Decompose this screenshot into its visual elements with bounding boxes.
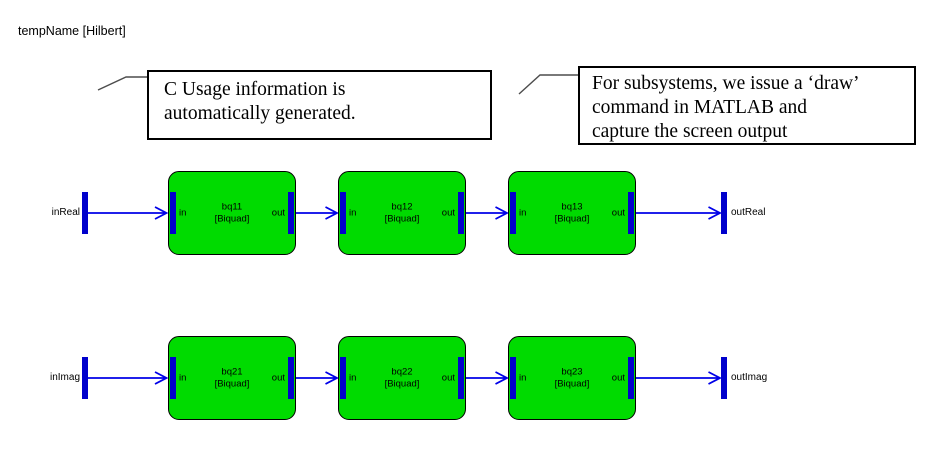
input-port-bar[interactable] bbox=[82, 357, 88, 399]
signal-wire-arrow bbox=[636, 206, 722, 220]
callout-line: capture the screen output bbox=[592, 121, 788, 142]
in-port-label: in bbox=[519, 207, 527, 219]
input-port-bar[interactable] bbox=[82, 192, 88, 234]
block-type: [Biquad] bbox=[214, 378, 250, 389]
callout-line: automatically generated. bbox=[164, 102, 356, 124]
out-port-bar[interactable] bbox=[628, 192, 634, 234]
block-label: bq12 [Biquad] bbox=[339, 202, 465, 225]
in-port-bar[interactable] bbox=[510, 357, 516, 399]
block-name: bq12 bbox=[391, 201, 413, 213]
in-port-label: in bbox=[179, 207, 187, 219]
block-bq23[interactable]: in out bq23 [Biquad] bbox=[508, 336, 636, 420]
output-port-label: outReal bbox=[731, 207, 766, 218]
callout-line: C Usage information is bbox=[164, 79, 346, 100]
block-type: [Biquad] bbox=[384, 378, 420, 389]
callout-subsystems-draw: For subsystems, we issue a ‘draw’ comman… bbox=[578, 66, 916, 145]
output-port-bar[interactable] bbox=[721, 357, 727, 399]
block-type: [Biquad] bbox=[554, 213, 590, 224]
block-type: [Biquad] bbox=[384, 213, 420, 224]
signal-wire-arrow bbox=[88, 371, 169, 385]
out-port-bar[interactable] bbox=[288, 357, 294, 399]
out-port-bar[interactable] bbox=[458, 192, 464, 234]
callout-leader-line bbox=[518, 74, 578, 95]
output-port-bar[interactable] bbox=[721, 192, 727, 234]
in-port-label: in bbox=[179, 372, 187, 384]
callout-c-usage: C Usage information is automatically gen… bbox=[147, 70, 492, 140]
block-name: bq23 bbox=[561, 366, 583, 378]
out-port-label: out bbox=[271, 207, 285, 219]
input-port-label: inImag bbox=[49, 372, 80, 383]
block-type: [Biquad] bbox=[214, 213, 250, 224]
out-port-bar[interactable] bbox=[288, 192, 294, 234]
block-bq22[interactable]: in out bq22 [Biquad] bbox=[338, 336, 466, 420]
block-type: [Biquad] bbox=[554, 378, 590, 389]
block-label: bq22 [Biquad] bbox=[339, 367, 465, 390]
out-port-label: out bbox=[441, 372, 455, 384]
page-title: tempName [Hilbert] bbox=[18, 24, 126, 38]
block-name: bq13 bbox=[561, 201, 583, 213]
in-port-label: in bbox=[349, 372, 357, 384]
out-port-bar[interactable] bbox=[628, 357, 634, 399]
block-bq11[interactable]: in out bq11 [Biquad] bbox=[168, 171, 296, 255]
out-port-label: out bbox=[611, 372, 625, 384]
signal-wire-arrow bbox=[636, 371, 722, 385]
out-port-label: out bbox=[271, 372, 285, 384]
out-port-label: out bbox=[441, 207, 455, 219]
output-port-label: outImag bbox=[731, 372, 768, 383]
callout-line: For subsystems, we issue a ‘draw’ bbox=[592, 73, 860, 94]
block-label: bq13 [Biquad] bbox=[509, 202, 635, 225]
in-port-bar[interactable] bbox=[170, 357, 176, 399]
signal-wire-arrow bbox=[296, 206, 339, 220]
block-label: bq11 [Biquad] bbox=[169, 202, 295, 225]
in-port-label: in bbox=[519, 372, 527, 384]
out-port-bar[interactable] bbox=[458, 357, 464, 399]
block-label: bq21 [Biquad] bbox=[169, 367, 295, 390]
input-port-label: inReal bbox=[51, 207, 80, 218]
block-bq13[interactable]: in out bq13 [Biquad] bbox=[508, 171, 636, 255]
block-name: bq22 bbox=[391, 366, 413, 378]
in-port-label: in bbox=[349, 207, 357, 219]
block-bq21[interactable]: in out bq21 [Biquad] bbox=[168, 336, 296, 420]
block-name: bq11 bbox=[221, 201, 243, 213]
signal-wire-arrow bbox=[296, 371, 339, 385]
callout-leader-line bbox=[97, 76, 147, 91]
block-label: bq23 [Biquad] bbox=[509, 367, 635, 390]
callout-line: command in MATLAB and bbox=[592, 97, 808, 118]
signal-wire-arrow bbox=[88, 206, 169, 220]
in-port-bar[interactable] bbox=[170, 192, 176, 234]
out-port-label: out bbox=[611, 207, 625, 219]
block-bq12[interactable]: in out bq12 [Biquad] bbox=[338, 171, 466, 255]
in-port-bar[interactable] bbox=[340, 357, 346, 399]
signal-wire-arrow bbox=[466, 371, 509, 385]
signal-wire-arrow bbox=[466, 206, 509, 220]
block-name: bq21 bbox=[221, 366, 243, 378]
in-port-bar[interactable] bbox=[340, 192, 346, 234]
in-port-bar[interactable] bbox=[510, 192, 516, 234]
